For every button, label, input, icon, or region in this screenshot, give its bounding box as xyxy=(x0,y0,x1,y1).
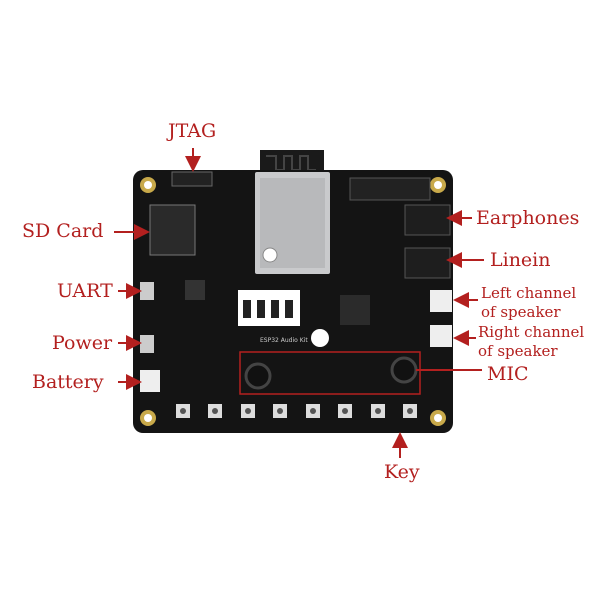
label-linein: Linein xyxy=(490,249,551,271)
label-power: Power xyxy=(52,332,113,354)
label-battery: Battery xyxy=(32,371,104,393)
earphone-jack xyxy=(404,204,451,236)
label-sd-card: SD Card xyxy=(22,220,104,242)
label-left-speaker-line2: of speaker xyxy=(481,303,561,321)
jtag-header xyxy=(171,171,213,187)
label-right-speaker-line1: Right channel xyxy=(478,323,585,341)
mic-left xyxy=(244,362,272,390)
label-jtag: JTAG xyxy=(168,120,217,142)
label-left-speaker: Left channel of speaker xyxy=(481,284,576,322)
label-key: Key xyxy=(384,461,420,483)
sd-slot xyxy=(149,204,196,256)
label-mic: MIC xyxy=(487,363,529,385)
callout-arrows xyxy=(114,148,484,458)
board-silkscreen: ESP32 Audio Kit xyxy=(260,337,308,344)
label-right-speaker-line2: of speaker xyxy=(478,342,558,360)
label-left-speaker-line1: Left channel xyxy=(481,284,577,302)
linein-jack xyxy=(404,247,451,279)
label-right-speaker: Right channel of speaker xyxy=(478,323,584,361)
label-earphones: Earphones xyxy=(476,207,580,229)
label-uart: UART xyxy=(57,280,113,302)
mounting-holes xyxy=(140,177,446,426)
mic-right xyxy=(390,356,418,384)
